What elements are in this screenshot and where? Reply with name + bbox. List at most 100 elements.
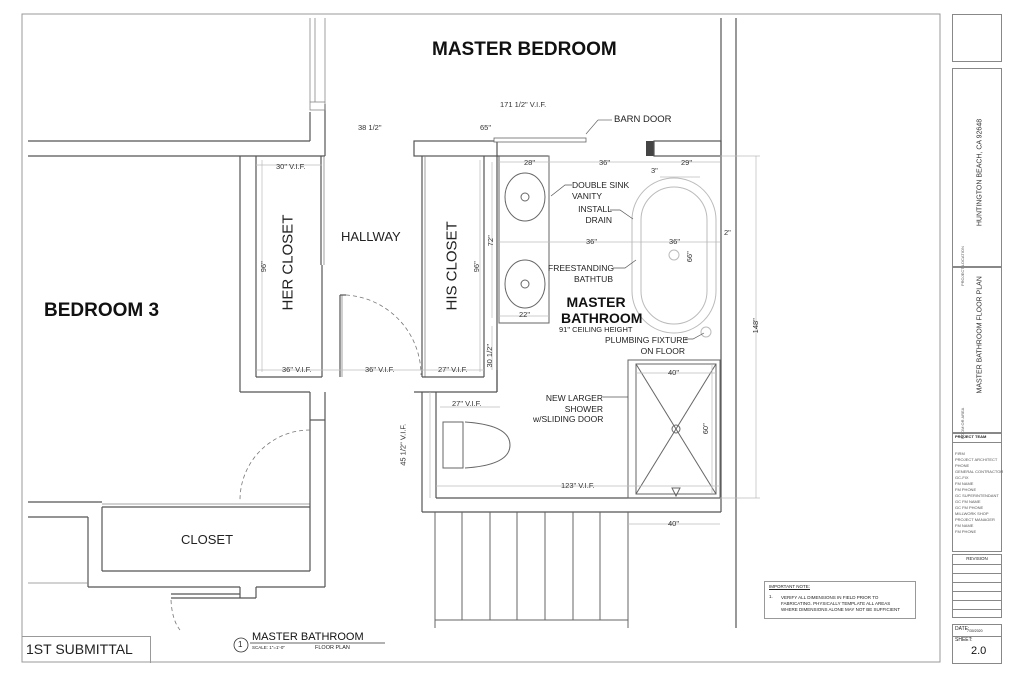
- project-team-list: FIRM PROJECT ARCHITECT PHONE GENERAL CON…: [955, 451, 1003, 535]
- dim-her-closet-bottom: 36" V.I.F.: [282, 365, 312, 374]
- dim-vanity-bottom: 22": [519, 310, 531, 319]
- important-note-text: VERIFY ALL DIMENSIONS IN FIELD PRIOR TO …: [781, 595, 900, 613]
- barn-door: [493, 137, 587, 143]
- dim-barn-span: 65": [480, 123, 492, 132]
- hallway-door-swing: [345, 294, 422, 376]
- room-label-bedroom-3: BEDROOM 3: [44, 300, 160, 321]
- title-block-team-box: PROJECT TEAM FIRM PROJECT ARCHITECT PHON…: [952, 432, 1003, 552]
- plumbing-line1: PLUMBING FIXTURE: [605, 335, 689, 345]
- plumbing-line2: ON FLOOR: [640, 345, 685, 356]
- submittal-box: 1ST SUBMITTAL: [22, 636, 151, 663]
- dim-mid-span-left: 36": [586, 237, 598, 246]
- important-note-heading: IMPORTANT NOTE:: [769, 584, 811, 589]
- dim-shower-depth: 60": [700, 423, 710, 435]
- dim-right-total: 148": [750, 318, 760, 334]
- dim-her-closet-depth: 96": [258, 261, 268, 273]
- wall-stub: [646, 141, 654, 156]
- sheet-number: 2.0: [971, 645, 987, 657]
- his-closet-walls: [413, 140, 498, 393]
- team-line: MILLWORK SHOP: [955, 511, 989, 516]
- shower-line2: SHOWER: [564, 403, 603, 414]
- drawing-number-circle: [233, 637, 249, 653]
- team-line: FM PHONE: [955, 529, 977, 534]
- dim-shelf: 3": [651, 166, 658, 175]
- team-line: GENERAL CONTRACTOR: [955, 469, 1004, 474]
- dim-his-closet-bottom: 27" V.I.F.: [438, 365, 468, 374]
- install-drain-line2: DRAIN: [585, 214, 612, 225]
- project-location: HUNTINGTON BEACH, CA 92648: [976, 118, 984, 227]
- dim-tub-length: 66": [684, 251, 694, 263]
- dim-bath-bottom: 123" V.I.F.: [561, 481, 595, 490]
- note-line2: FABRICATING. PHYSICALLY TEMPLATE ALL ARE…: [781, 601, 891, 607]
- lower-door-swing: [170, 599, 181, 631]
- dim-vanity-to-tub: 36": [599, 158, 611, 167]
- dim-hall-bottom: 36" V.I.F.: [365, 365, 395, 374]
- dimension-lines: [256, 155, 760, 525]
- lower-closet-walls: [28, 420, 326, 599]
- dim-tub-right: 29": [681, 158, 693, 167]
- title-block-revision-box: REVISION: [952, 554, 1002, 618]
- submittal-label: 1ST SUBMITTAL: [26, 641, 133, 657]
- shower: [627, 359, 721, 499]
- team-line: FM NAME: [955, 523, 974, 528]
- toilet: [442, 421, 511, 469]
- closet-door-swing: [239, 429, 311, 501]
- dim-vanity-length: 72": [485, 235, 495, 247]
- drawing-scale: SCALE: 1"=1'-0": [252, 645, 285, 650]
- dim-left-top: 38 1/2": [358, 123, 382, 132]
- callout-double-sink: DOUBLE SINK VANITY: [572, 180, 629, 201]
- leader-lines: [550, 184, 705, 398]
- dim-his-closet-depth: 96": [471, 261, 481, 273]
- ceiling-height: 91" CEILING HEIGHT: [559, 325, 633, 334]
- callout-bathtub: FREESTANDING BATHTUB: [548, 263, 614, 284]
- room-label-her-closet: HER CLOSET: [279, 214, 297, 311]
- room-label-his-closet: HIS CLOSET: [443, 221, 461, 311]
- note-line3: WHERE DIMENSIONS ALONE MAY NOT BE SUFFIC…: [781, 607, 901, 613]
- install-drain-line1: INSTALL: [578, 204, 612, 214]
- team-line: PROJECT MANAGER: [955, 517, 995, 522]
- room-area: MASTER BATHROOM FLOOR PLAN: [976, 276, 984, 394]
- date-label: DATE:: [955, 626, 970, 632]
- title-block-sheet-box: DATE: 7/30/2020 SHEET: 2.0: [952, 624, 1002, 664]
- revision-label: REVISION: [966, 556, 988, 561]
- room-label-master-bathroom: MASTER BATHROOM: [561, 294, 643, 327]
- room-label-hallway: HALLWAY: [341, 229, 401, 244]
- team-line: GC SUPERINTENDANT: [955, 493, 999, 498]
- double-sink-line2: VANITY: [572, 190, 603, 201]
- callout-install-drain: INSTALL DRAIN: [572, 204, 612, 225]
- room-area-label: ROOM OR AREA: [960, 407, 965, 439]
- vanity: [497, 155, 550, 324]
- dim-toilet-top: 27" V.I.F.: [452, 399, 482, 408]
- title-block-room-box: ROOM OR AREA MASTER BATHROOM FLOOR PLAN: [952, 266, 1002, 439]
- team-line: GC FM PHONE: [955, 505, 984, 510]
- team-line: FM PHONE: [955, 487, 977, 492]
- double-sink-line1: DOUBLE SINK: [572, 180, 630, 190]
- dim-lower-right: 40": [668, 519, 680, 528]
- upper-left-walls: [28, 18, 326, 157]
- title-block-logo-box: [952, 14, 1002, 62]
- team-line: FM NAME: [955, 481, 974, 486]
- dim-tub-gap: 2": [724, 228, 731, 237]
- freestanding-bathtub: [631, 177, 717, 338]
- bathtub-line2: BATHTUB: [573, 273, 613, 284]
- team-line: GC-FIX: [955, 475, 969, 480]
- important-note-number: 1.: [769, 594, 773, 599]
- dim-his-closet-side: 30 1/2": [485, 343, 495, 368]
- bathtub-line1: FREESTANDING: [548, 263, 614, 273]
- callout-barn-door: BARN DOOR: [614, 114, 672, 125]
- dim-vanity-width: 28": [524, 158, 536, 167]
- dim-shower-width: 40": [668, 368, 680, 377]
- drawing-number: 1: [238, 640, 243, 649]
- room-label-master-bedroom: MASTER BEDROOM: [432, 39, 617, 60]
- dim-her-closet-top: 30" V.I.F.: [276, 162, 306, 171]
- master-bathroom-line2: BATHROOM: [561, 310, 643, 327]
- team-line: PROJECT ARCHITECT: [955, 457, 998, 462]
- team-line: GC FM NAME: [955, 499, 981, 504]
- drawing-subtitle: FLOOR PLAN: [315, 645, 350, 651]
- shower-line1: NEW LARGER: [545, 393, 603, 403]
- team-line: FIRM: [955, 451, 965, 456]
- team-line: PHONE: [955, 463, 970, 468]
- note-line1: VERIFY ALL DIMENSIONS IN FIELD PRIOR TO: [781, 595, 879, 600]
- date-value: 7/30/2020: [967, 629, 983, 633]
- important-note-box: IMPORTANT NOTE: 1. VERIFY ALL DIMENSIONS…: [764, 581, 916, 619]
